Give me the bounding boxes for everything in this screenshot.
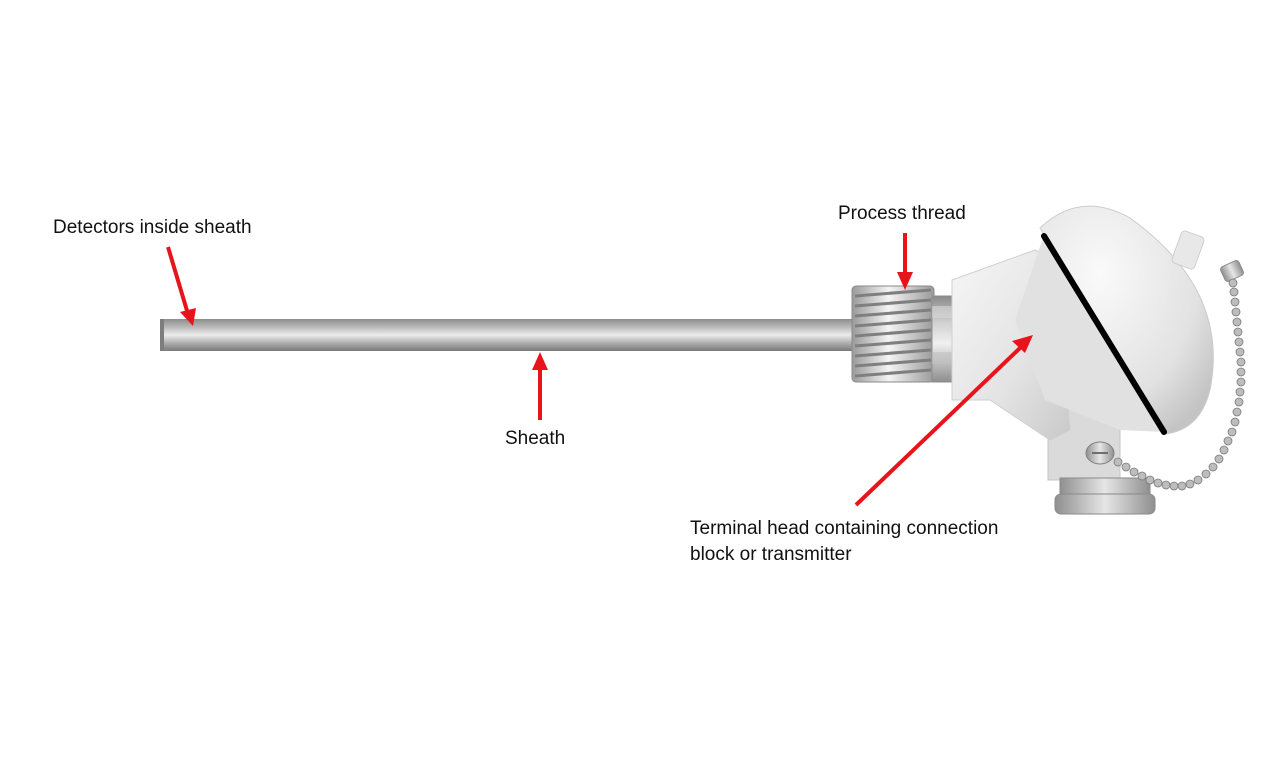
arrow-sheath bbox=[532, 352, 548, 420]
label-process-thread: Process thread bbox=[838, 203, 966, 224]
red-arrow-icon bbox=[532, 352, 548, 370]
arrow-process-thread bbox=[897, 233, 913, 290]
label-terminal-head-line1: Terminal head containing connection bbox=[690, 518, 999, 539]
arrow-detectors bbox=[166, 246, 196, 326]
bead-chain bbox=[1113, 278, 1246, 491]
red-arrow-icon bbox=[1012, 335, 1033, 353]
sheath-rod bbox=[162, 319, 862, 351]
sheath-tip bbox=[160, 319, 164, 351]
process-thread-fitting bbox=[851, 285, 957, 383]
gasket-line bbox=[1041, 233, 1167, 435]
label-detectors-inside-sheath: Detectors inside sheath bbox=[53, 217, 252, 238]
label-terminal-head: Terminal head containing connection bloc… bbox=[690, 516, 998, 568]
terminal-head bbox=[951, 205, 1246, 515]
red-arrow-icon bbox=[897, 272, 913, 290]
label-sheath: Sheath bbox=[505, 428, 566, 449]
red-arrow-icon bbox=[180, 308, 196, 326]
arrow-terminal-head bbox=[854, 335, 1033, 507]
label-terminal-head-line2: block or transmitter bbox=[690, 544, 852, 565]
